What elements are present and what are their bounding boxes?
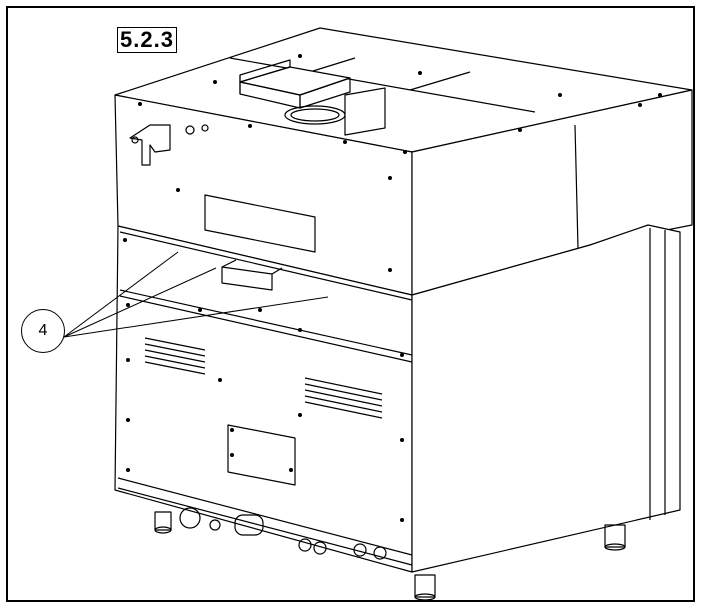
section-label: 5.2.3: [117, 27, 177, 53]
screws: [123, 54, 662, 522]
callout-number: 4: [38, 322, 48, 339]
callout-leaders: [63, 251, 329, 338]
hood-assembly: [114, 27, 693, 296]
callout-circle: 4: [21, 309, 65, 353]
cabinet-body: [114, 224, 681, 573]
figure-frame: [6, 6, 695, 602]
louvre-right: [304, 377, 383, 419]
feet: [154, 511, 626, 601]
louvre-left: [144, 337, 206, 375]
